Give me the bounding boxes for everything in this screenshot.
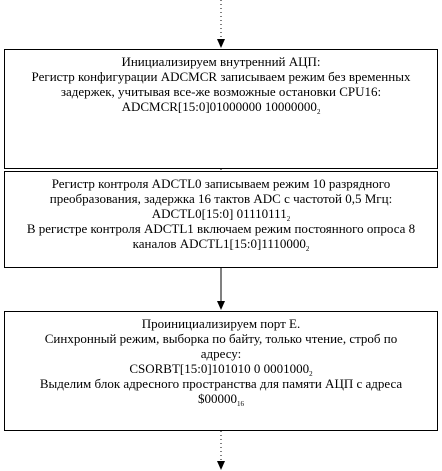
adcmcr-value: ADCMCR[15:0]01000000 10000000: [121, 99, 317, 114]
block-3-line-1-text: Проинициализируем порт E.: [141, 316, 301, 331]
block-1-line-3-text: задержек, учитывая все-же возможные оста…: [60, 84, 382, 99]
adcmcr-base-subscript: 2: [316, 108, 321, 116]
csorbt-value: CSORBT[15:0]101010 0 0001000: [129, 361, 310, 376]
block-1-line-1-text: Инициализируем внутренний АЦП:: [121, 54, 321, 69]
block-3-line-6: $0000016: [11, 391, 431, 408]
adc-memory-address: $00000: [198, 391, 237, 406]
block-3-line-5: Выделим блок адресного пространства для …: [11, 376, 431, 391]
block-2-line-1: Регистр контроля ADCTL0 записываем режим…: [11, 176, 431, 191]
block-2-line-5: каналов ADCTL1[15:0]11100002: [11, 236, 431, 253]
block-2-line-1-text: Регистр контроля ADCTL0 записываем режим…: [51, 176, 391, 191]
address-base-subscript: 16: [237, 400, 244, 408]
block-3-line-3-text: адресу:: [200, 346, 242, 361]
block-3-line-2: Синхронный режим, выборка по байту, толь…: [11, 331, 431, 346]
block-1-line-1: Инициализируем внутренний АЦП:: [11, 54, 431, 69]
adctl0-value: ADCTL0[15:0] 01110111: [151, 206, 287, 221]
block-3-line-5-text: Выделим блок адресного пространства для …: [39, 376, 403, 391]
block-1-line-4: ADCMCR[15:0]01000000 100000002: [11, 99, 431, 116]
process-block-port-e-init: Проинициализируем порт E. Синхронный реж…: [4, 311, 438, 431]
block-1-line-3: задержек, учитывая все-же возможные оста…: [11, 84, 431, 99]
block-2-line-4-text: В регистре контроля ADCTL1 включаем режи…: [26, 221, 416, 236]
block-3-line-2-text: Синхронный режим, выборка по байту, толь…: [44, 331, 398, 346]
block-1-line-2-text: Регистр конфигурации ADCMCR записываем р…: [31, 69, 411, 84]
process-block-adc-init: Инициализируем внутренний АЦП: Регистр к…: [4, 49, 438, 169]
block-2-line-2: преобразования, задержка 16 тактов ADC с…: [11, 191, 431, 206]
block-3-line-3: адресу:: [11, 346, 431, 361]
adctl1-base-subscript: 2: [305, 245, 310, 253]
process-block-adc-control: Регистр контроля ADCTL0 записываем режим…: [4, 171, 438, 268]
block-1-line-2: Регистр конфигурации ADCMCR записываем р…: [11, 69, 431, 84]
block-2-line-4: В регистре контроля ADCTL1 включаем режи…: [11, 221, 431, 236]
adctl1-value: каналов ADCTL1[15:0]1110000: [132, 236, 306, 251]
adctl0-base-subscript: 2: [286, 215, 291, 223]
block-3-line-1: Проинициализируем порт E.: [11, 316, 431, 331]
block-2-line-3: ADCTL0[15:0] 011101112: [11, 206, 431, 223]
csorbt-base-subscript: 2: [309, 370, 313, 378]
block-2-line-2-text: преобразования, задержка 16 тактов ADC с…: [49, 191, 393, 206]
block-3-line-4: CSORBT[15:0]101010 0 00010002: [11, 361, 431, 378]
